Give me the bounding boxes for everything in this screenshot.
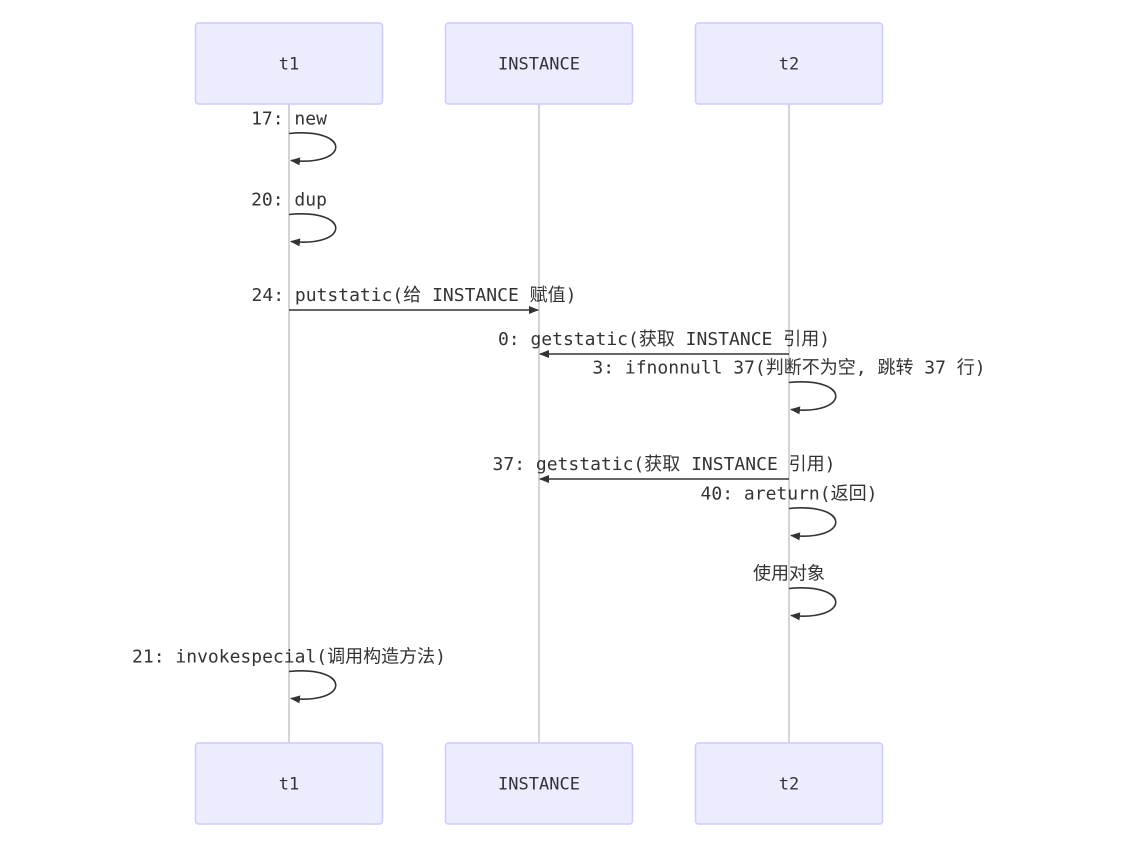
message-label: 20: dup <box>251 190 327 211</box>
self-message-arrow <box>288 213 337 247</box>
actor-t1-top: t1 <box>194 22 384 105</box>
message: 使用对象 <box>753 564 837 621</box>
actor-label: INSTANCE <box>498 775 580 795</box>
self-message-arrow <box>788 587 837 621</box>
self-message-arrow <box>788 507 837 541</box>
actor-instance-top: INSTANCE <box>444 22 634 105</box>
actor-box <box>694 742 884 825</box>
message: 17: new <box>251 109 337 166</box>
message: 24: putstatic(给 INSTANCE 赋值) <box>252 285 577 314</box>
self-message-arrow <box>288 670 337 704</box>
actor-label: t1 <box>279 775 299 795</box>
message-label: 40: areturn(返回) <box>701 484 878 505</box>
actor-t2-bottom: t2 <box>694 742 884 825</box>
actor-t2-top: t2 <box>694 22 884 105</box>
actor-t1-bottom: t1 <box>194 742 384 825</box>
message: 3: ifnonnull 37(判断不为空, 跳转 37 行) <box>592 358 986 415</box>
message: 37: getstatic(获取 INSTANCE 引用) <box>493 454 836 483</box>
message: 20: dup <box>251 190 337 247</box>
actor-box <box>194 22 384 105</box>
actor-label: INSTANCE <box>498 55 580 75</box>
message: 40: areturn(返回) <box>701 484 878 541</box>
message: 21: invokespecial(调用构造方法) <box>132 647 446 704</box>
message-label: 37: getstatic(获取 INSTANCE 引用) <box>493 454 836 475</box>
message-label: 3: ifnonnull 37(判断不为空, 跳转 37 行) <box>592 358 985 379</box>
actor-box <box>444 742 634 825</box>
message-label: 17: new <box>251 109 327 130</box>
actor-instance-bottom: INSTANCE <box>444 742 634 825</box>
actor-box <box>694 22 884 105</box>
self-message-arrow <box>788 381 837 415</box>
message: 0: getstatic(获取 INSTANCE 引用) <box>498 329 830 358</box>
actor-label: t2 <box>779 775 799 795</box>
message-label: 0: getstatic(获取 INSTANCE 引用) <box>498 329 830 350</box>
actor-label: t1 <box>279 55 299 75</box>
message-label: 24: putstatic(给 INSTANCE 赋值) <box>252 285 577 306</box>
message-label: 使用对象 <box>753 564 825 585</box>
message-label: 21: invokespecial(调用构造方法) <box>132 647 446 668</box>
self-message-arrow <box>288 132 337 166</box>
actor-label: t2 <box>779 55 799 75</box>
actor-box <box>444 22 634 105</box>
actor-box <box>194 742 384 825</box>
